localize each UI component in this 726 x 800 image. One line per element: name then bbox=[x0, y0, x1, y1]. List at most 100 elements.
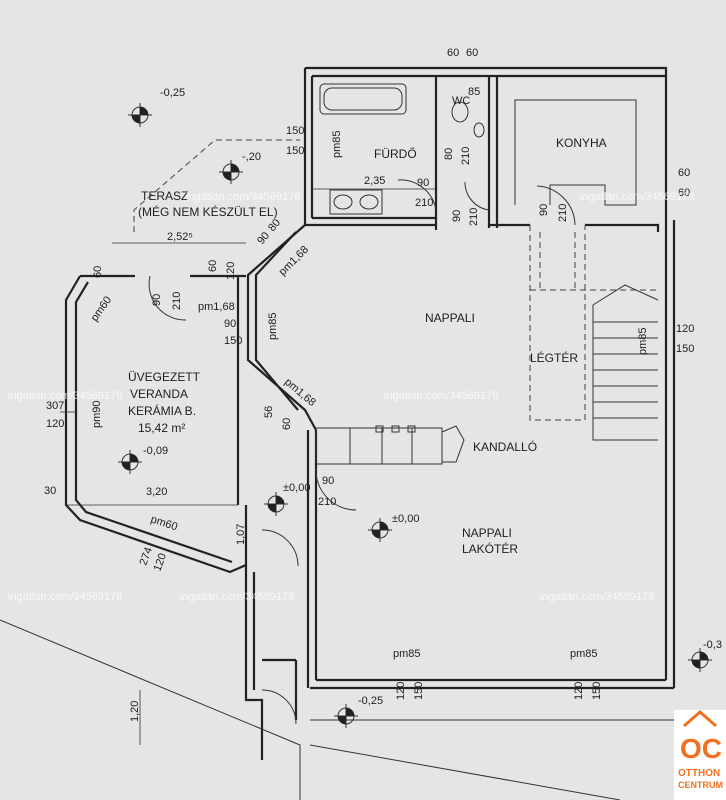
level-living: ±0,00 bbox=[392, 513, 419, 525]
level-terrace: -,20 bbox=[242, 151, 261, 163]
kitchen-counter bbox=[514, 99, 637, 206]
level-marker-icon bbox=[264, 492, 288, 516]
dimension-labels: 60 60 85 150 150 pm85 80 210 2,35 90 210… bbox=[44, 47, 694, 722]
dim-label: 150 bbox=[413, 682, 425, 700]
dim-label: 150 bbox=[286, 125, 304, 137]
double-sink bbox=[329, 189, 383, 215]
dim-label: 90 bbox=[417, 177, 429, 189]
dim-label: 60 bbox=[92, 266, 104, 278]
logo-line1: OTTHON bbox=[678, 768, 720, 779]
level-right: -0,3 bbox=[703, 639, 722, 651]
dim-label: 210 bbox=[415, 197, 433, 209]
dim-label: 80 bbox=[266, 217, 283, 234]
level-marker-icon bbox=[219, 160, 243, 184]
dim-label: 1,20 bbox=[129, 701, 141, 722]
room-veranda-3: KERÁMIA B. bbox=[128, 403, 196, 418]
watermark: ingatlan.com/34569178 bbox=[540, 591, 654, 603]
dim-label: 2,52⁵ bbox=[167, 231, 193, 243]
dim-label: 2,35 bbox=[364, 175, 385, 187]
dim-label: 150 bbox=[591, 682, 603, 700]
room-konyha: KONYHA bbox=[556, 136, 607, 150]
dim-label: 60 bbox=[678, 167, 690, 179]
room-labels: FÜRDŐ WC KONYHA TERASZ (MÉG NEM KÉSZÜLT … bbox=[128, 95, 607, 556]
room-kandallo: KANDALLÓ bbox=[473, 439, 537, 454]
watermark: ingatlan.com/34569178 bbox=[186, 191, 300, 203]
level-top-left: -0,25 bbox=[160, 87, 185, 99]
dim-label: 210 bbox=[557, 204, 569, 222]
dim-label: 1,07 bbox=[235, 524, 247, 545]
fixtures bbox=[0, 83, 726, 800]
dim-label: pm85 bbox=[393, 648, 421, 660]
dim-label: 3,20 bbox=[146, 486, 167, 498]
watermark: ingatlan.com/34569178 bbox=[580, 191, 694, 203]
level-labels: -0,25 -,20 -0,09 ±0,00 ±0,00 -0,25 -0,3 bbox=[143, 87, 722, 707]
dim-label: 60 bbox=[678, 187, 690, 199]
door-swing-living bbox=[315, 467, 357, 511]
dim-label: 85 bbox=[468, 86, 480, 98]
dim-label: 90 bbox=[538, 204, 550, 216]
dim-label: 120 bbox=[225, 262, 237, 280]
room-furdo: FÜRDŐ bbox=[374, 146, 417, 161]
door-swing-porch bbox=[261, 689, 297, 725]
staircase bbox=[529, 225, 659, 441]
level-marker-icon bbox=[334, 704, 358, 728]
dim-label: 210 bbox=[171, 292, 183, 310]
dim-label: 120 bbox=[573, 682, 585, 700]
level-entry: ±0,00 bbox=[283, 482, 310, 494]
watermark: ingatlan.com/34569178 bbox=[8, 390, 122, 402]
door-swing-veranda bbox=[148, 275, 187, 321]
dim-label: 80 bbox=[443, 148, 455, 160]
bathtub bbox=[319, 83, 407, 115]
dim-label: 210 bbox=[460, 147, 472, 165]
dim-label: 30 bbox=[44, 485, 56, 497]
door-swing-entry bbox=[261, 529, 299, 567]
dim-label: 120 bbox=[152, 552, 170, 573]
door-swing-konyha bbox=[536, 185, 576, 226]
level-bottom: -0,25 bbox=[358, 695, 383, 707]
walls bbox=[64, 66, 676, 760]
dim-label: pm60 bbox=[149, 513, 179, 533]
room-nappali: NAPPALI bbox=[425, 311, 475, 325]
room-terasz-note: (MÉG NEM KÉSZÜLT EL) bbox=[138, 204, 278, 219]
dim-label: pm85 bbox=[637, 327, 649, 355]
dim-label: 120 bbox=[395, 682, 407, 700]
level-marker-icon bbox=[128, 103, 152, 127]
dim-label: 90 bbox=[451, 210, 463, 222]
dim-label: 150 bbox=[286, 145, 304, 157]
room-wc: WC bbox=[452, 95, 470, 107]
dim-label: pm1,68 bbox=[198, 301, 235, 313]
level-markers bbox=[118, 103, 712, 728]
room-veranda-1: ÜVEGEZETT bbox=[128, 370, 201, 384]
watermark: ingatlan.com/34569178 bbox=[384, 390, 498, 402]
watermark: ingatlan.com/34569178 bbox=[8, 591, 122, 603]
dim-label: pm90 bbox=[91, 400, 103, 428]
room-lakoter-2: LAKÓTÉR bbox=[462, 541, 518, 556]
door-swing-wc bbox=[464, 181, 490, 211]
room-legter: LÉGTÉR bbox=[530, 350, 578, 365]
dim-label: 90 bbox=[151, 294, 163, 306]
logo-mark: OC bbox=[680, 733, 722, 764]
fireplace bbox=[315, 425, 465, 465]
dim-label: pm85 bbox=[570, 648, 598, 660]
dim-label: 60 bbox=[447, 47, 459, 59]
dim-label: 90 bbox=[255, 230, 272, 247]
room-veranda-2: VERANDA bbox=[130, 387, 188, 401]
dim-label: 120 bbox=[46, 418, 64, 430]
watermarks: ingatlan.com/34569178 ingatlan.com/34569… bbox=[8, 191, 694, 603]
dim-label: 90 bbox=[322, 475, 334, 487]
logo-line2: CENTRUM bbox=[678, 780, 723, 790]
dim-label: 60 bbox=[466, 47, 478, 59]
dim-label: 150 bbox=[224, 335, 242, 347]
room-veranda-area: 15,42 m² bbox=[138, 421, 185, 435]
dim-label: 56 bbox=[263, 406, 275, 418]
dim-label: 307 bbox=[46, 400, 64, 412]
dim-label: 90 bbox=[224, 318, 236, 330]
dim-label: 60 bbox=[281, 418, 293, 430]
otthon-centrum-logo: OC OTTHON CENTRUM bbox=[674, 710, 726, 800]
level-marker-icon bbox=[368, 518, 392, 542]
dim-label: pm85 bbox=[267, 312, 279, 340]
dim-label: pm60 bbox=[89, 294, 115, 323]
dim-label: 120 bbox=[676, 323, 694, 335]
room-terasz: TERASZ bbox=[141, 189, 188, 203]
